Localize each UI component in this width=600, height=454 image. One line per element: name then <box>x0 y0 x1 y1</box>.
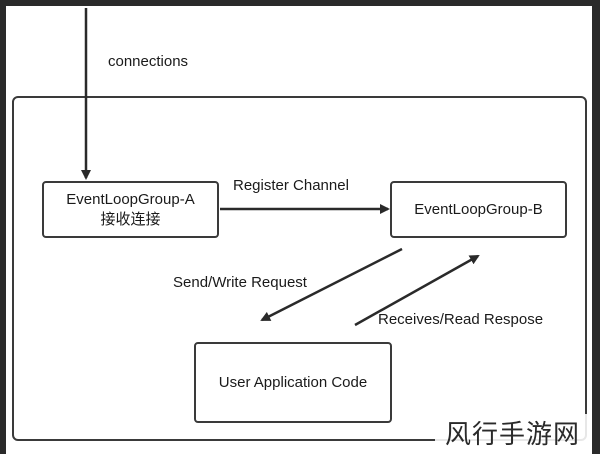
image-border-top <box>0 0 600 6</box>
node-eventloopgroup-a-title: EventLoopGroup-A <box>66 190 195 208</box>
image-border-left <box>0 0 6 454</box>
node-eventloopgroup-a: EventLoopGroup-A 接收连接 <box>42 181 219 238</box>
server-container <box>12 96 587 441</box>
node-user-application-code: User Application Code <box>194 342 392 423</box>
edge-label-register-channel: Register Channel <box>233 177 349 194</box>
node-eventloopgroup-b-title: EventLoopGroup-B <box>414 201 543 218</box>
arrow-receives-read-response <box>354 254 480 327</box>
edge-label-connections: connections <box>108 53 189 70</box>
edge-label-receives-read-response: Receives/Read Respose <box>378 311 544 328</box>
arrow-send-write-request <box>260 247 403 322</box>
node-user-application-code-title: User Application Code <box>218 374 368 391</box>
watermark-text: 风行手游网 <box>434 414 590 450</box>
node-eventloopgroup-b: EventLoopGroup-B <box>390 181 567 238</box>
node-eventloopgroup-a-subtitle: 接收连接 <box>100 210 161 228</box>
image-border-right <box>592 0 600 454</box>
edge-label-send-write-request: Send/Write Request <box>173 274 307 291</box>
